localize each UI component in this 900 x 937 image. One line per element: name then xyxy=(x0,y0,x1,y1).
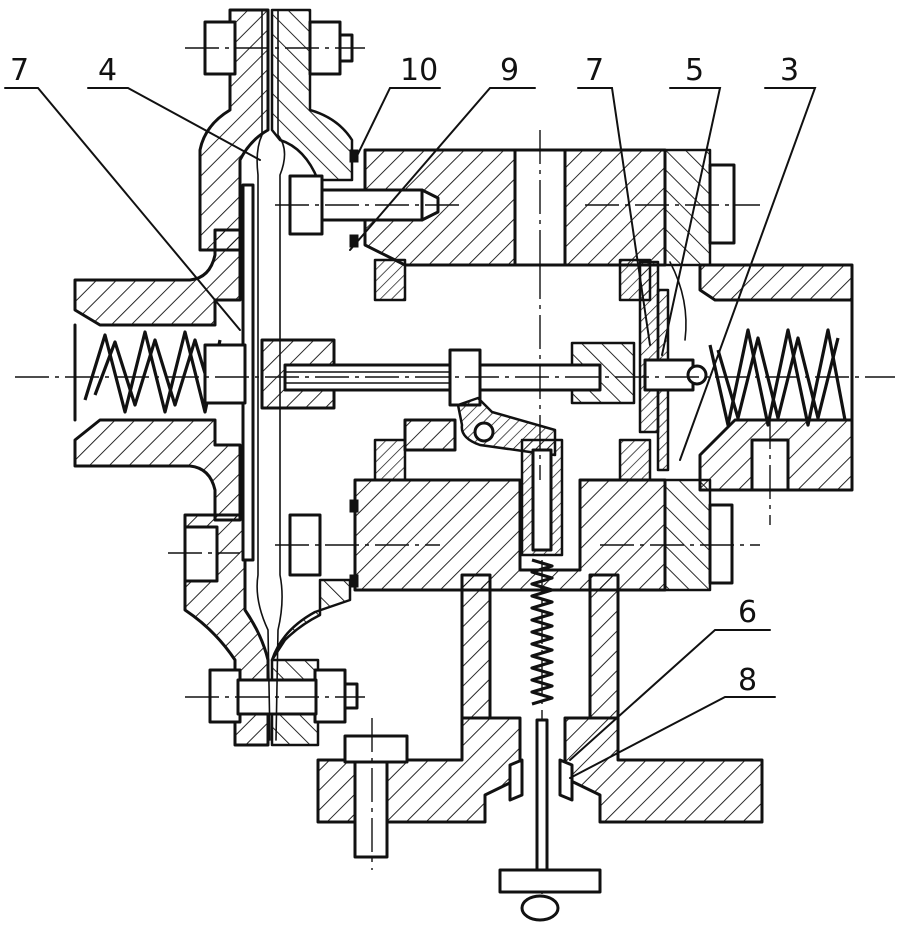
centerlines xyxy=(15,265,895,480)
left-pipe-housing xyxy=(73,228,242,522)
callout-3: 3 xyxy=(780,53,799,88)
valve-disc xyxy=(638,260,708,472)
callout-6: 6 xyxy=(738,595,757,630)
left-upper-flange xyxy=(185,8,365,252)
right-pipe-housing xyxy=(698,263,854,525)
inner-bushing-right xyxy=(570,258,652,482)
callout-10: 10 xyxy=(400,53,438,88)
left-spring xyxy=(83,330,222,414)
plunger xyxy=(520,438,564,557)
stem-bottom xyxy=(498,718,602,922)
upper-body-block xyxy=(275,130,760,267)
inner-bushing-left xyxy=(373,258,457,482)
seals xyxy=(349,149,359,588)
callout-9: 9 xyxy=(500,53,519,88)
left-lower-flange xyxy=(168,513,365,747)
callout-8: 8 xyxy=(738,663,757,698)
callout-4: 4 xyxy=(98,53,117,88)
callout-7-left: 7 xyxy=(10,53,29,88)
callout-5: 5 xyxy=(685,53,704,88)
callout-leaders xyxy=(4,87,817,779)
callout-7-right: 7 xyxy=(585,53,604,88)
base-flange xyxy=(316,716,764,870)
middle-body-block xyxy=(275,478,760,592)
callout-labels: 7 4 10 9 7 5 3 6 8 xyxy=(10,53,799,698)
